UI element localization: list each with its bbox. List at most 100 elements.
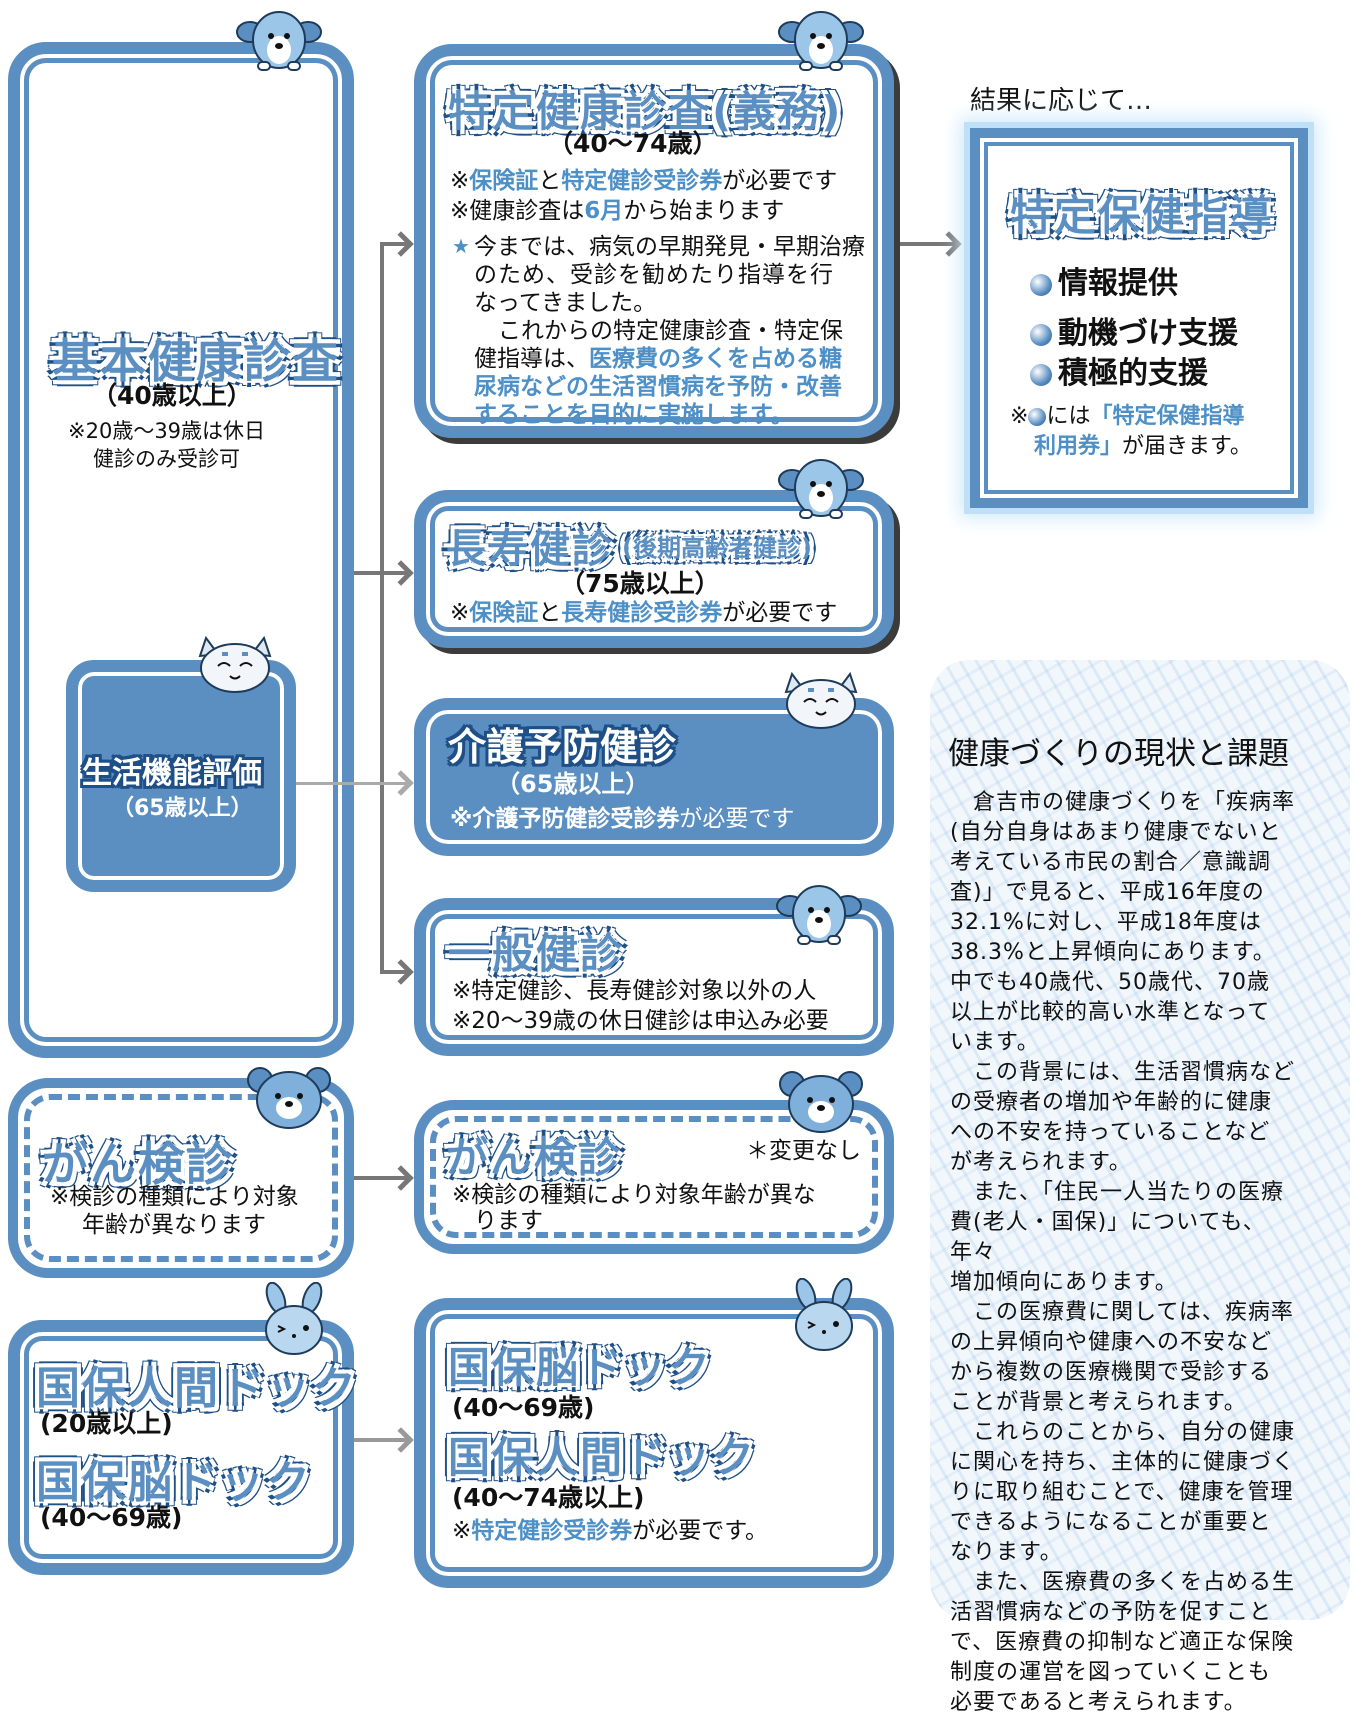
cat-mascot-icon: [198, 635, 272, 693]
dock-middle-note: ※特定健診受診券が必要です。: [452, 1518, 768, 1544]
dock-middle-age-1: (40～69歳): [452, 1393, 595, 1422]
ningen-left-title-2: 国保脳ドック: [36, 1457, 312, 1508]
arrow-gan: [354, 1176, 410, 1180]
rabbit-mascot-icon: [265, 1282, 323, 1355]
kaigo-note: ※介護予防健診受診券が必要です: [450, 806, 795, 832]
kadai-line: ことが背景と考えられます。: [950, 1390, 1247, 1415]
tokutei-title: 特定健康診査(義務): [448, 87, 843, 136]
shidou-box: [970, 128, 1308, 508]
kadai-body: 倉吉市の健康づくりを「疾病率 (自分自身はあまり健康でないと 考えている市民の割…: [950, 788, 1300, 1718]
kadai-line: なります。: [950, 1540, 1063, 1565]
bullet-icon: [1030, 363, 1052, 386]
arrow-dock-head: [388, 1427, 414, 1453]
arrow-vertical: [380, 242, 384, 972]
gan-middle-note-1: ※検診の種類により対象年齢が異な: [452, 1182, 816, 1208]
shidou-item-2: 動機づけ支援: [1030, 308, 1238, 352]
kadai-line: が考えられます。: [950, 1150, 1132, 1175]
kihon-note-2: 健診のみ受診可: [93, 447, 240, 471]
tokutei-para-4: これからの特定健康診査・特定保: [498, 318, 843, 344]
dog-mascot-icon: [778, 11, 864, 71]
shidou-title: 特定保健指導: [1010, 191, 1275, 240]
kadai-line: (自分自身はあまり健康でないと: [950, 820, 1282, 845]
arrow-tokutei-head: [388, 231, 414, 257]
kadai-line: への不安を持っていることなど: [950, 1120, 1271, 1145]
kihon-title: 基本健康診査: [52, 334, 340, 388]
dog-mascot-icon: [236, 11, 322, 71]
seikatsu-age: （65歳以上）: [112, 796, 253, 821]
kadai-heading: 健康づくりの現状と課題: [948, 736, 1289, 772]
rabbit-mascot-icon: [795, 1278, 853, 1351]
ningen-left-title-1: 国保人間ドック: [36, 1363, 358, 1414]
kadai-line: 費(老人・国保)」についても、年々: [950, 1210, 1266, 1265]
chouju-age: （75歳以上）: [560, 569, 720, 598]
result-label: 結果に応じて…: [970, 86, 1153, 116]
shidou-item-3: 積極的支援: [1030, 348, 1208, 392]
kadai-line: できるようになることが重要と: [950, 1510, 1272, 1535]
tokutei-para-5: 健指導は、医療費の多くを占める糖: [474, 346, 842, 372]
arrow-kaigo: [296, 782, 410, 785]
kaigo-age: （65歳以上）: [496, 770, 650, 798]
gan-left-title: がん検診: [42, 1137, 234, 1191]
gan-middle-change: ＊変更なし: [746, 1138, 861, 1164]
ningen-left-box: [8, 1320, 354, 1575]
chouju-note: ※保険証と長寿健診受診券が必要です: [450, 600, 838, 626]
kihon-note-1: ※20歳～39歳は休日: [68, 419, 266, 443]
kadai-line: から複数の医療機関で受診する: [950, 1360, 1273, 1385]
star-icon: ★: [452, 234, 470, 258]
tokutei-para-2: のため、受診を勧めたり指導を行: [474, 262, 834, 288]
arrow-shidou-head: [936, 231, 962, 257]
kadai-line: に関心を持ち、主体的に健康づく: [950, 1450, 1296, 1475]
bear-mascot-icon: [779, 1071, 863, 1133]
tokutei-para-7: することを目的に実施します。: [474, 402, 794, 428]
arrow-ippan: [380, 970, 410, 974]
kadai-line: で、医療費の抑制など適正な保険: [950, 1630, 1295, 1655]
kadai-line: この背景には、生活習慣病など: [950, 1060, 1296, 1085]
dog-mascot-icon: [778, 459, 864, 519]
gan-left-note-1: ※検診の種類により対象: [50, 1184, 299, 1210]
tokutei-para-6: 尿病などの生活習慣病を予防・改善: [474, 374, 842, 400]
kadai-line: 38.3%と上昇傾向にあります。: [950, 940, 1276, 965]
gan-middle-title: がん検診: [446, 1133, 623, 1182]
dock-middle-age-2: (40～74歳以上): [452, 1483, 645, 1512]
kadai-line: 増加傾向にあります。: [950, 1270, 1178, 1295]
bullet-icon: [1030, 323, 1052, 346]
kadai-line: この医療費に関しては、疾病率: [950, 1300, 1294, 1325]
arrow-tokutei: [380, 242, 410, 246]
kadai-line: 査)」で見ると、平成16年度の: [950, 880, 1265, 905]
kadai-line: 考えている市民の割合／意識調: [950, 850, 1271, 875]
tokutei-age: （40～74歳）: [548, 129, 718, 158]
bullet-icon: [1028, 408, 1047, 426]
ippan-title: 一般健診: [448, 929, 625, 978]
bear-mascot-icon: [247, 1067, 331, 1129]
kihon-box: [8, 42, 354, 1058]
seikatsu-title: 生活機能評価: [82, 756, 262, 791]
tokutei-para-3: なってきました。: [474, 290, 657, 316]
arrow-dock: [354, 1438, 410, 1442]
kadai-line: 制度の運営を図っていくことも: [950, 1660, 1271, 1685]
cat-mascot-icon: [784, 671, 858, 729]
kadai-line: います。: [950, 1030, 1040, 1055]
ippan-note-1: ※特定健診、長寿健診対象以外の人: [452, 978, 817, 1004]
bullet-icon: [1030, 273, 1052, 296]
shidou-note: ※には「特定保健指導 利用券」が届きます。: [1010, 404, 1252, 459]
ippan-note-2: ※20～39歳の休日健診は申込み必要: [452, 1008, 829, 1034]
dog-mascot-icon: [776, 885, 862, 945]
chouju-sub: (後期高齢者健診): [622, 534, 812, 562]
kadai-line: 必要であると考えられます。: [950, 1690, 1247, 1715]
kadai-line: また、「住民一人当たりの医療: [950, 1180, 1285, 1205]
chouju-title: 長寿健診: [446, 526, 614, 572]
dock-middle-title-2: 国保人間ドック: [448, 1433, 757, 1482]
kadai-line: 倉吉市の健康づくりを「疾病率: [950, 790, 1296, 815]
shidou-item-1: 情報提供: [1030, 258, 1178, 302]
kadai-line: 以上が比較的高い水準となって: [950, 1000, 1271, 1025]
kaigo-title: 介護予防健診: [448, 725, 677, 769]
arrow-chouju: [354, 571, 410, 575]
tokutei-box: [414, 44, 894, 438]
kihon-age: （40歳以上）: [92, 381, 252, 410]
kadai-background: [930, 660, 1350, 1620]
kadai-line: 32.1%に対し、平成18年度は: [950, 910, 1262, 935]
ningen-left-age-2: (40～69歳): [40, 1503, 183, 1532]
kadai-line: 活習慣病などの予防を促すこと: [950, 1600, 1273, 1625]
tokutei-note-2: ※健康診査は6月から始まります: [450, 198, 785, 224]
chouju-box: [414, 490, 894, 648]
